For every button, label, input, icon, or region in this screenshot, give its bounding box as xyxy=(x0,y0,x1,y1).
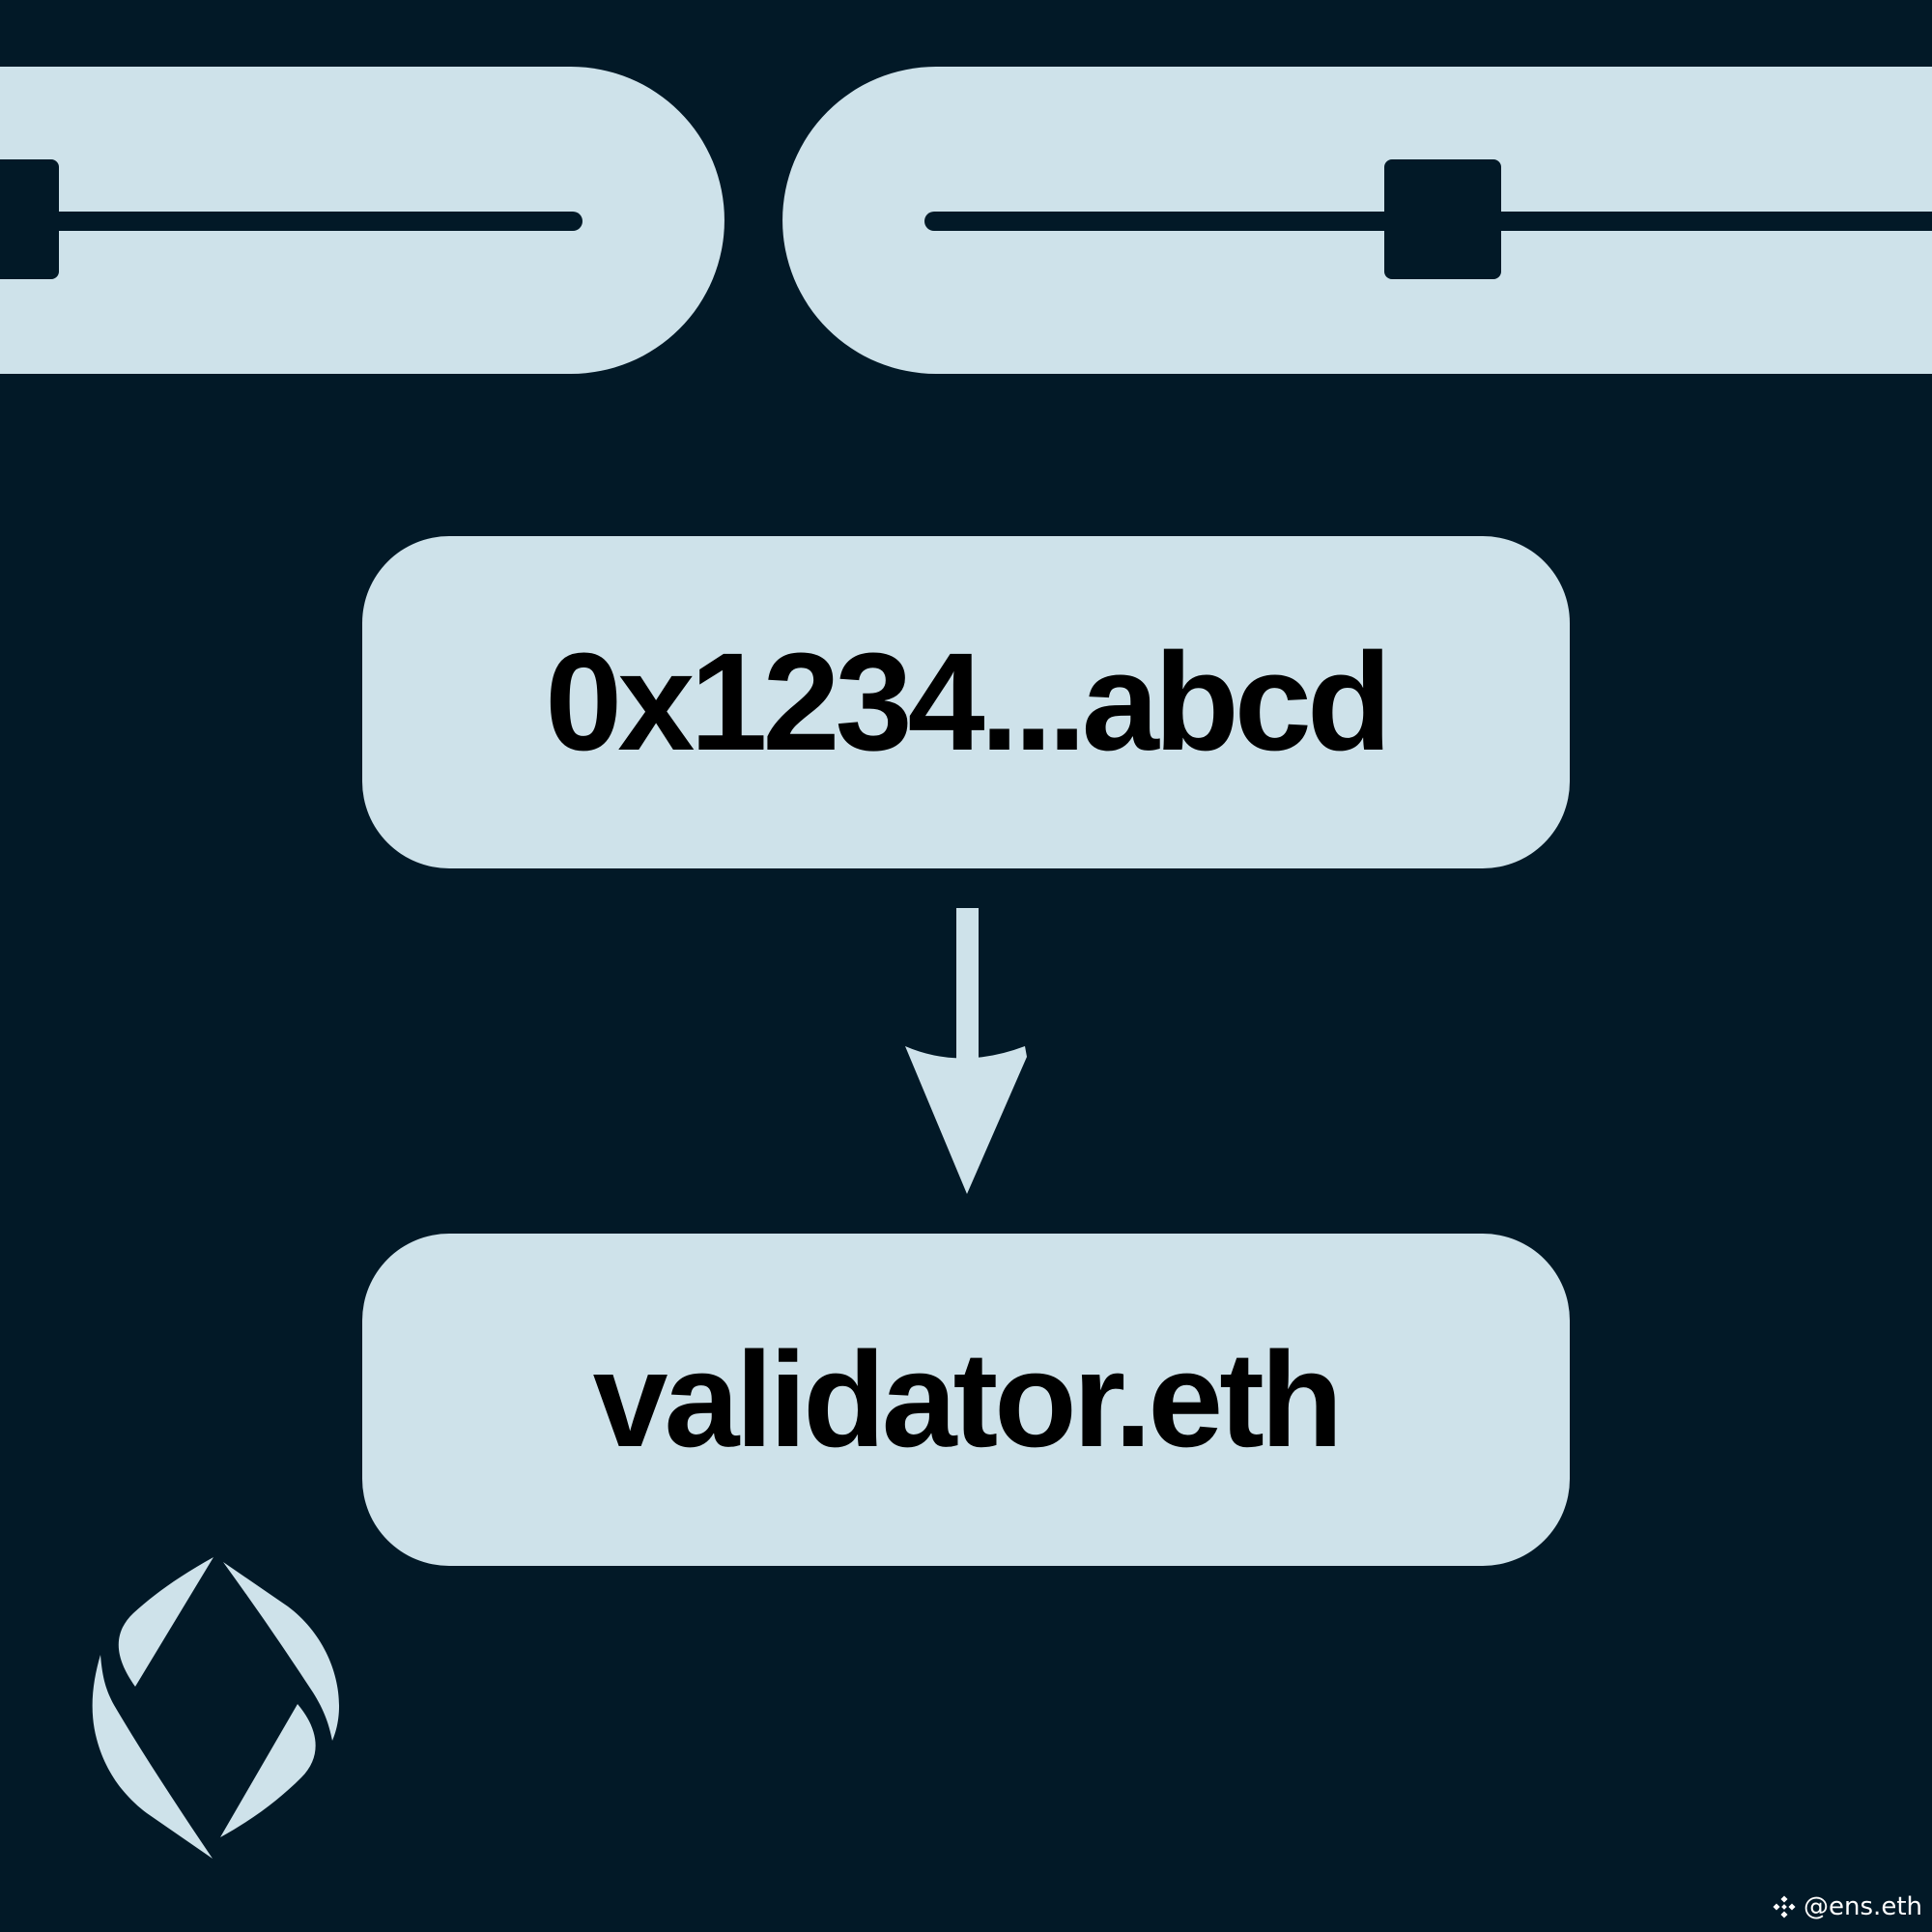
name-box xyxy=(362,1234,1570,1566)
ens-logo-top-left xyxy=(118,1557,213,1687)
arrow-shaft xyxy=(956,908,979,1063)
address-text: 0x1234...abcd xyxy=(545,624,1392,780)
right-chain-link xyxy=(782,67,1932,374)
watermark: @ens.eth xyxy=(1773,1888,1922,1926)
watermark-text: @ens.eth xyxy=(1804,1892,1922,1921)
left-chain-link-rod xyxy=(0,212,582,231)
arrow-down-icon xyxy=(905,908,1027,1194)
ens-name-text: validator.eth xyxy=(592,1323,1344,1475)
ens-logo-right-shell xyxy=(223,1562,340,1741)
binance-diamond-icon xyxy=(1773,1895,1796,1918)
address-box xyxy=(362,536,1570,868)
ens-logo-icon xyxy=(92,1557,340,1859)
arrow-head xyxy=(905,1046,1027,1194)
left-chain-link xyxy=(0,67,724,374)
left-chain-link-block xyxy=(0,159,59,279)
right-chain-link-block xyxy=(1384,159,1501,279)
ens-logo-bottom-right xyxy=(220,1704,316,1837)
ens-logo-left-shell xyxy=(92,1655,213,1859)
